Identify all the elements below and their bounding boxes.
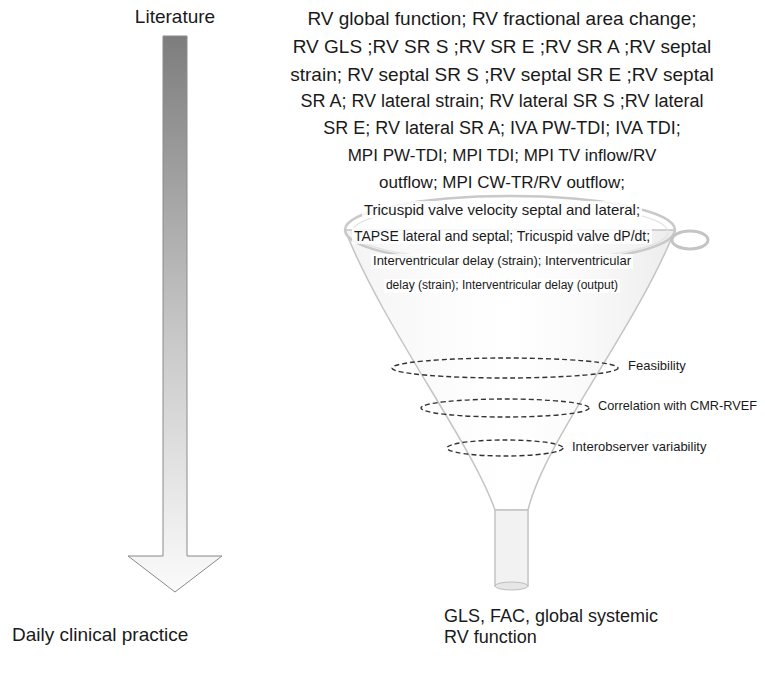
parameter-list-line: TAPSE lateral and septal; Tricuspid valv…: [352, 228, 652, 244]
parameter-list-line: SR E; RV lateral SR A; IVA PW-TDI; IVA T…: [321, 118, 682, 139]
funnel-spout: [495, 510, 528, 586]
filter-label: Feasibility: [626, 359, 688, 374]
funnel: [345, 196, 708, 590]
parameter-list-line: SR A; RV lateral strain; RV lateral SR S…: [298, 91, 705, 112]
filter-label: Correlation with CMR-RVEF: [596, 399, 759, 414]
parameter-list-line: RV global function; RV fractional area c…: [305, 8, 698, 30]
parameter-list-line: outflow; MPI CW-TR/RV outflow;: [377, 173, 627, 193]
result-text: GLS, FAC, global systemic RV function: [442, 606, 686, 647]
axis-label: Literature: [133, 6, 217, 28]
parameter-list-line: Interventricular delay (strain); Interve…: [371, 254, 633, 269]
filter-level: [392, 358, 618, 378]
parameter-list-line: strain; RV septal SR S ;RV septal SR E ;…: [288, 64, 715, 86]
funnel-handle: [672, 231, 708, 249]
filter-level: [447, 440, 563, 456]
parameter-list-line: Tricuspid valve velocity septal and late…: [362, 201, 642, 218]
axis-label: Daily clinical practice: [10, 624, 190, 646]
parameter-list-line: MPI PW-TDI; MPI TDI; MPI TV inflow/RV: [346, 146, 659, 166]
filter-label: Interobserver variability: [570, 440, 708, 455]
timeline-arrow: [128, 36, 222, 592]
funnel-spout-end: [495, 582, 528, 590]
parameter-list-line: RV GLS ;RV SR S ;RV SR E ;RV SR A ;RV se…: [291, 36, 714, 58]
parameter-list-line: delay (strain); Interventricular delay (…: [384, 279, 620, 293]
filter-level: [421, 399, 589, 417]
